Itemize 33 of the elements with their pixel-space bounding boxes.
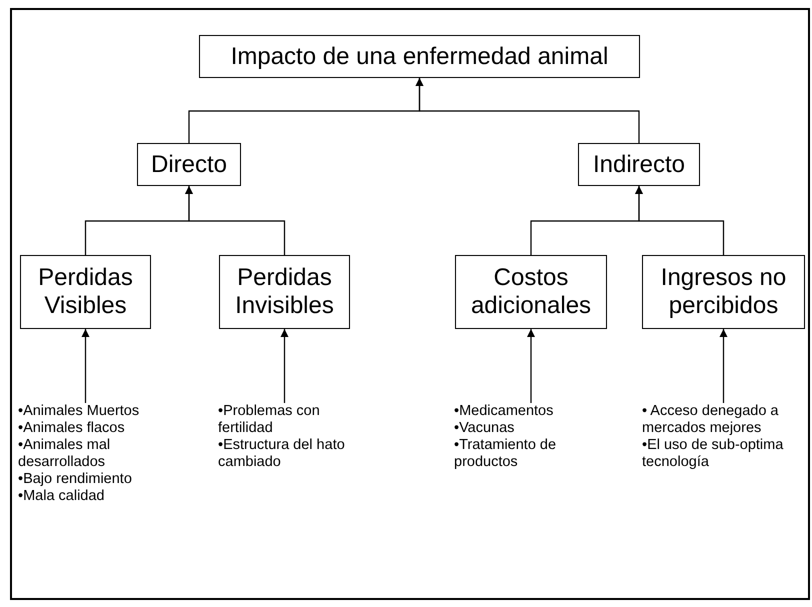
bullet-item: •Medicamentos [454,403,554,420]
connector-arrow [635,186,724,255]
bullet-item: •Animales Muertos [18,403,140,420]
bullet-item: •Animales mal desarrollados [18,437,112,471]
category-title: Costos adicionales [470,264,592,320]
category-title: Directo [150,150,228,178]
connector-arrow [720,329,728,403]
category-title: Perdidas Invisibles [234,264,335,320]
category-box [20,255,151,329]
category-title: Indirecto [592,150,686,178]
bullet-item: •Tratamiento de productos [454,437,558,471]
connector-arrow [280,329,288,403]
bullet-item: •Bajo rendimiento [18,471,133,488]
category-title: Perdidas Visibles [37,264,134,320]
category-box [199,35,640,78]
bullet-item: •Estructura del hato cambiado [218,437,346,471]
connector-arrow [527,329,535,403]
bullet-item: •El uso de sub-optima tecnología [642,437,784,471]
bullet-item: •Vacunas [454,420,516,437]
category-box [137,143,241,186]
connector-arrow [416,78,640,143]
bullet-item: • Acceso denegado a mercados mejores [642,403,780,437]
category-title: Ingresos no percibidos [660,264,788,320]
category-box [578,143,700,186]
bullet-item: •Problemas con fertilidad [218,403,321,437]
category-box [455,255,607,329]
category-box [642,255,805,329]
category-box [219,255,350,329]
bullet-item: •Animales flacos [18,420,126,437]
connector-arrow [82,329,90,403]
category-title: Impacto de una enfermedad animal [230,42,608,70]
connector-arrow [185,186,286,255]
bullet-item: •Mala calidad [18,488,106,505]
